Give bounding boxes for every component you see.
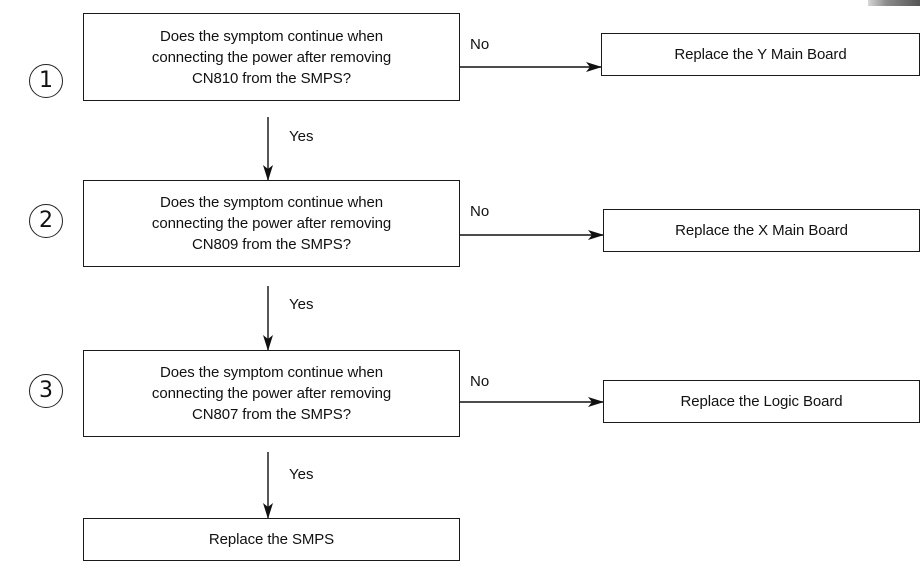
yes-label-2: Yes — [289, 296, 314, 313]
result-box-x-main-board: Replace the X Main Board — [603, 209, 920, 252]
step-number-2: 2 — [29, 204, 63, 238]
result-box-y-main-board: Replace the Y Main Board — [601, 33, 920, 76]
step-number-1: 1 — [29, 64, 63, 98]
yes-label-3: Yes — [289, 466, 314, 483]
yes-label-1: Yes — [289, 128, 314, 145]
step-number-3: 3 — [29, 374, 63, 408]
decision-box-2: Does the symptom continue when connectin… — [83, 180, 460, 267]
result-box-logic-board: Replace the Logic Board — [603, 380, 920, 423]
no-label-3: No — [470, 373, 490, 390]
result-box-smps: Replace the SMPS — [83, 518, 460, 561]
corner-shadow — [868, 0, 920, 6]
decision-box-1: Does the symptom continue when connectin… — [83, 13, 460, 101]
no-label-1: No — [470, 36, 490, 53]
decision-box-3: Does the symptom continue when connectin… — [83, 350, 460, 437]
no-label-2: No — [470, 203, 490, 220]
